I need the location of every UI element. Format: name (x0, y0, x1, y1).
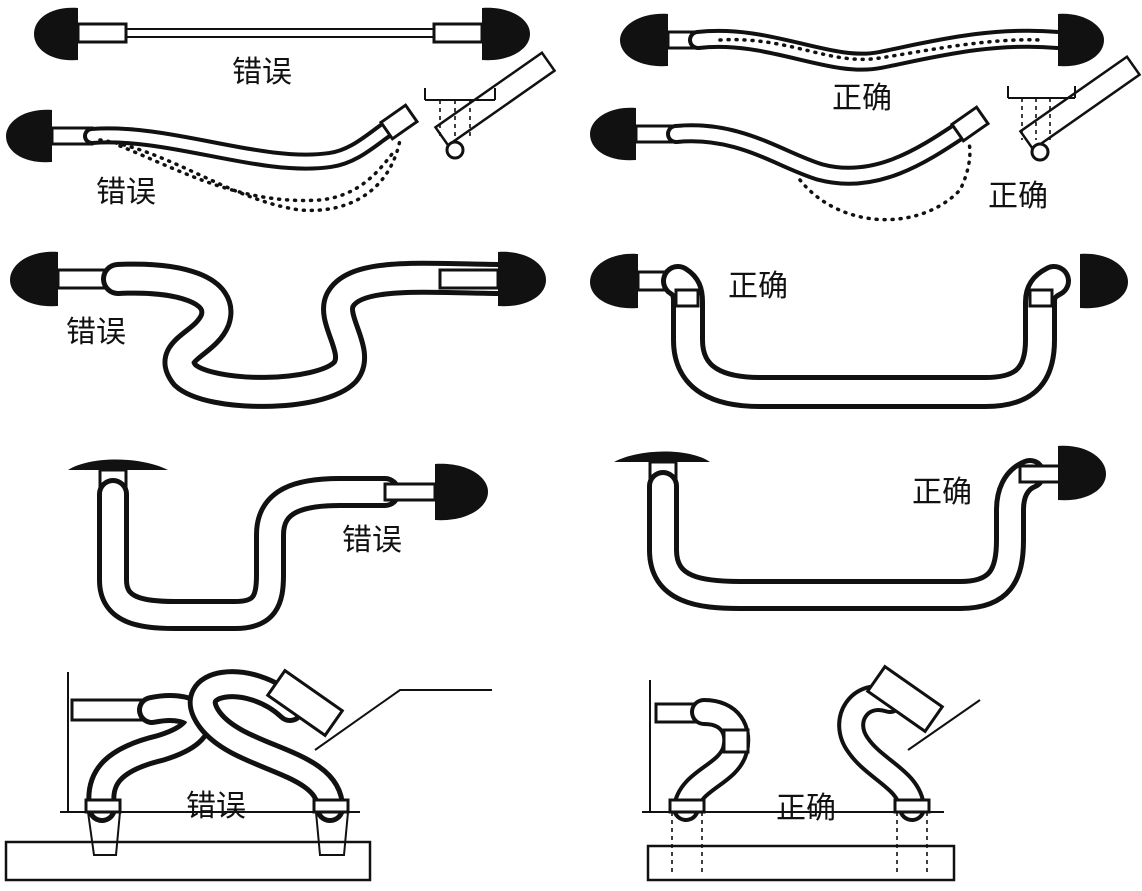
label-r1-left: 错误 (232, 55, 292, 90)
panel-r3-left-hose (10, 251, 546, 409)
label-r2-left: 错误 (96, 175, 156, 210)
label-r1-right: 正确 (832, 81, 892, 116)
label-r3-left: 错误 (66, 315, 126, 350)
label-r4-right: 正确 (912, 475, 972, 510)
label-r5-left: 错误 (186, 789, 246, 824)
panel-r2-right-hose (590, 54, 1142, 222)
panel-r1-left-hose (34, 7, 530, 61)
label-r5-right: 正确 (776, 791, 836, 826)
label-r2-right: 正确 (988, 179, 1048, 214)
label-r3-right: 正确 (728, 269, 788, 304)
label-r4-left: 错误 (342, 523, 402, 558)
panel-r5-left-hose (4, 668, 492, 882)
panel-r2-left-hose (6, 50, 557, 213)
panel-r4-left-hose (68, 459, 488, 631)
panel-r3-right-hose (590, 253, 1128, 409)
panel-r5-right-hose (642, 664, 981, 882)
panel-r1-right-hose (620, 13, 1104, 72)
panel-r4-right-hose (614, 445, 1106, 611)
